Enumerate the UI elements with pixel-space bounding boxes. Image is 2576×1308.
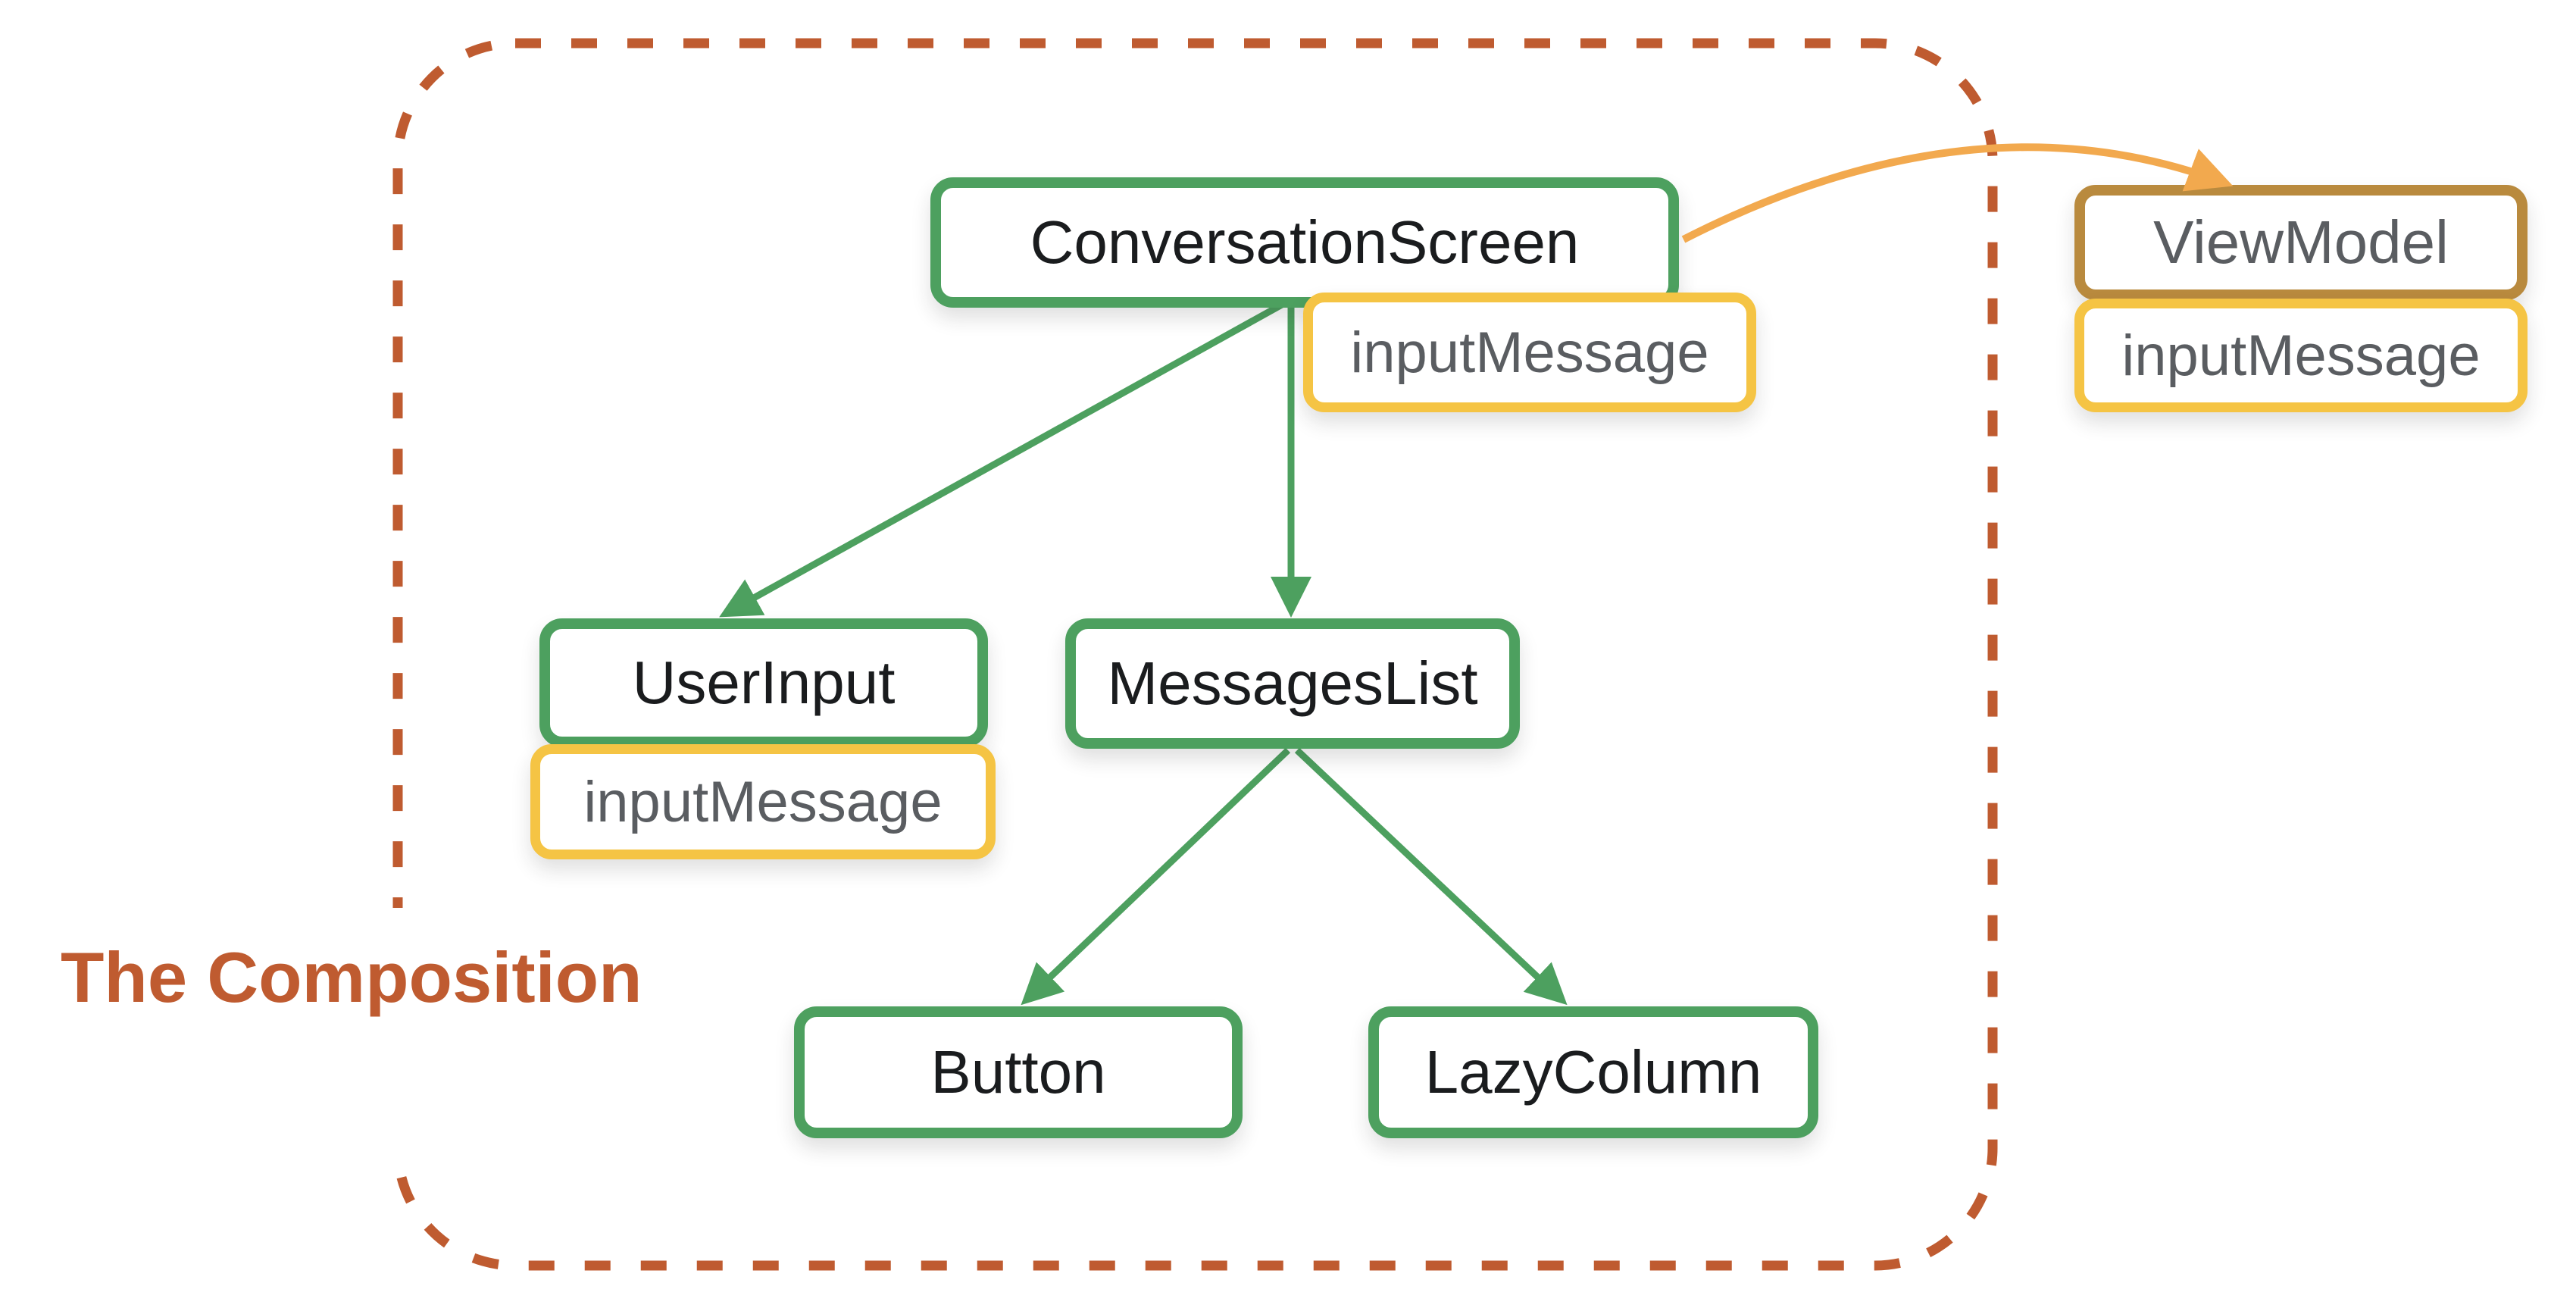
node-conversation-screen-state: inputMessage (1303, 293, 1756, 412)
node-view-model-state-label: inputMessage (2121, 323, 2481, 388)
node-lazy-column-label: LazyColumn (1424, 1038, 1762, 1106)
node-conversation-screen-state-label: inputMessage (1350, 320, 1709, 385)
node-messages-list-label: MessagesList (1107, 649, 1478, 717)
node-user-input: UserInput (539, 618, 988, 747)
node-button: Button (794, 1006, 1243, 1138)
node-view-model-state: inputMessage (2074, 299, 2528, 412)
node-user-input-state: inputMessage (530, 744, 996, 859)
edge-messageslist-to-button (1021, 747, 1291, 1006)
node-button-label: Button (930, 1038, 1106, 1106)
node-messages-list: MessagesList (1065, 618, 1520, 749)
edge-messageslist-to-lazycolumn (1294, 747, 1568, 1006)
node-user-input-state-label: inputMessage (583, 769, 943, 834)
node-lazy-column: LazyColumn (1368, 1006, 1818, 1138)
node-conversation-screen: ConversationScreen (930, 177, 1679, 308)
node-user-input-label: UserInput (632, 649, 896, 716)
node-view-model: ViewModel (2074, 185, 2528, 300)
diagram-title: The Composition (61, 937, 642, 1017)
node-view-model-label: ViewModel (2153, 208, 2449, 276)
edge-conversationscreen-to-userinput (719, 302, 1284, 618)
node-conversation-screen-label: ConversationScreen (1030, 208, 1580, 276)
